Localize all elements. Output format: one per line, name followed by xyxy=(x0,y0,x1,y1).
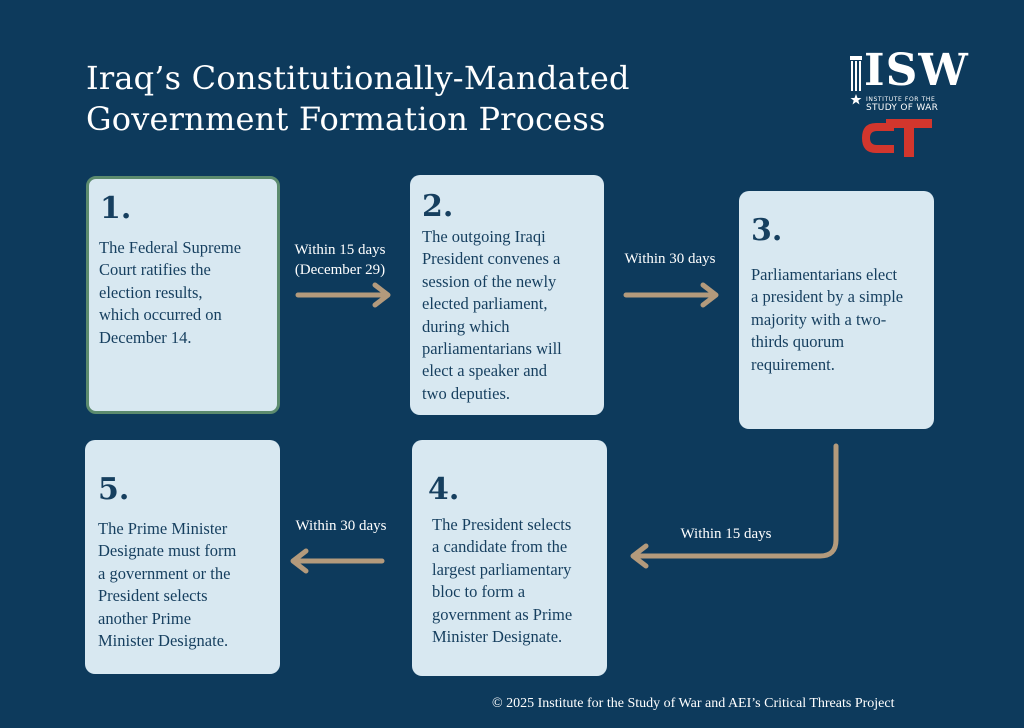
copyright-footer: © 2025 Institute for the Study of War an… xyxy=(492,696,895,711)
connector-2-label: Within 30 days xyxy=(624,251,716,267)
arrow-2-right-icon xyxy=(623,282,719,308)
step-3-box: 3. Parliamentarians elect a president by… xyxy=(739,191,934,429)
step-3-number: 3. xyxy=(751,213,783,248)
isw-pillar-icon xyxy=(850,56,862,105)
step-1-number: 1. xyxy=(100,191,132,226)
step-5-box: 5. The Prime Minister Designate must for… xyxy=(85,440,280,674)
step-5-text: The Prime Minister Designate must form a… xyxy=(98,519,237,651)
step-4-text: The President selects a candidate from t… xyxy=(432,515,573,647)
step-1-box: 1. The Federal Supreme Court ratifies th… xyxy=(86,176,280,414)
page-title: Iraq’s Constitutionally-Mandated Governm… xyxy=(86,58,630,140)
arrow-1-right-icon xyxy=(295,282,391,308)
step-1-text: The Federal Supreme Court ratifies the e… xyxy=(99,238,242,347)
step-4-number: 4. xyxy=(428,472,460,507)
ct-logo xyxy=(862,119,932,157)
step-2-number: 2. xyxy=(422,189,454,224)
isw-logo: ISW xyxy=(864,45,969,96)
title-line-2: Government Formation Process xyxy=(86,100,606,138)
arrow-4-left-icon xyxy=(290,548,385,574)
step-3-text: Parliamentarians elect a president by a … xyxy=(751,265,904,374)
isw-subtitle-line-1: INSTITUTE FOR THE xyxy=(866,96,936,103)
step-2-text: The outgoing Iraqi President convenes a … xyxy=(422,227,562,403)
step-5-number: 5. xyxy=(98,472,130,507)
arrow-3-curve-icon xyxy=(630,443,839,569)
connector-3-label: Within 15 days xyxy=(680,526,772,542)
isw-logo-subtitle: INSTITUTE FOR THE STUDY OF WAR xyxy=(866,96,938,113)
connector-1-label: Within 15 days (December 29) xyxy=(294,242,386,278)
isw-subtitle-line-2: STUDY OF WAR xyxy=(866,103,939,113)
step-4-box: 4. The President selects a candidate fro… xyxy=(412,440,607,676)
step-2-box: 2. The outgoing Iraqi President convenes… xyxy=(410,175,604,415)
title-line-1: Iraq’s Constitutionally-Mandated xyxy=(86,59,630,97)
connector-4-label: Within 30 days xyxy=(295,518,387,534)
